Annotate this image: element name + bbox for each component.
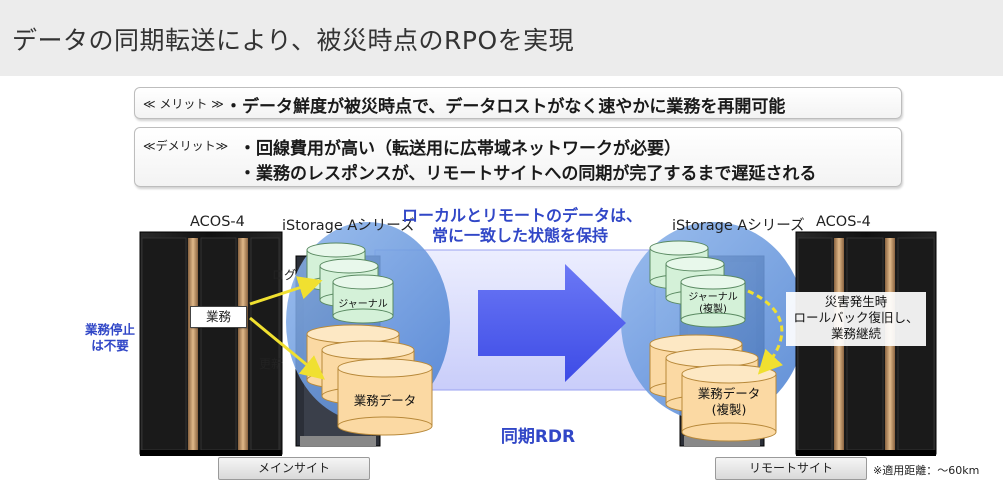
update-label: 更新 <box>259 357 284 371</box>
update-arrow-icon <box>249 316 325 380</box>
main-server-label: ACOS-4 <box>190 214 245 230</box>
demerit-line-2: ・業務のレスポンスが、リモートサイトへの同期が完了するまで遅延される <box>239 164 817 184</box>
remote-journal-label-2: (複製) <box>699 304 727 315</box>
page-title: データの同期転送により、被災時点のRPOを実現 <box>12 26 575 55</box>
remote-data-cylinders-icon <box>649 334 777 442</box>
merit-text: ・データ鮮度が被災時点で、データロストがなく速やかに業務を再開可能 <box>225 97 786 117</box>
log-arrow-icon <box>249 276 323 306</box>
merit-tag: ≪ メリット ≫ <box>143 97 224 111</box>
main-data-label: 業務データ <box>353 393 417 408</box>
remote-storage-label: iStorage Aシリーズ <box>672 218 805 234</box>
sync-transfer-arrow <box>478 264 626 382</box>
log-label: ログ <box>272 268 297 282</box>
recovery-note-box: 災害発生時 ロールバック復旧し、 業務継続 <box>786 292 926 346</box>
sync-headline-line-1: ローカルとリモートのデータは、 <box>402 206 643 225</box>
no-stop-line-1: 業務停止 <box>84 322 135 337</box>
remote-journal-label-1: ジャーナル <box>688 292 738 303</box>
distance-note: ※適用距離：～60km <box>873 464 980 477</box>
recovery-line-2: ロールバック復旧し、 <box>793 310 919 325</box>
remote-server-label: ACOS-4 <box>816 214 871 230</box>
title-bar: データの同期転送により、被災時点のRPOを実現 <box>0 0 1003 76</box>
demerit-line-1: ・回線費用が高い（転送用に広帯域ネットワークが必要） <box>239 139 681 159</box>
no-stop-line-2: は不要 <box>91 338 129 353</box>
main-journal-label: ジャーナル <box>338 299 388 310</box>
demerit-box: ≪デメリット≫ ・回線費用が高い（転送用に広帯域ネットワークが必要） ・業務のレ… <box>134 127 902 187</box>
rollback-arrow-icon <box>747 289 784 375</box>
remote-data-label-1: 業務データ <box>697 386 761 401</box>
business-box: 業務 <box>190 306 247 328</box>
main-storage-label: iStorage Aシリーズ <box>282 218 415 234</box>
recovery-line-3: 業務継続 <box>830 326 881 341</box>
main-data-cylinders-icon <box>306 324 433 436</box>
demerit-tag: ≪デメリット≫ <box>143 139 229 153</box>
sync-headline-line-2: 常に一致した状態を保持 <box>431 226 608 245</box>
remote-journal-cylinders-icon <box>649 240 746 328</box>
merit-box: ≪ メリット ≫ ・データ鮮度が被災時点で、データロストがなく速やかに業務を再開… <box>134 87 902 119</box>
main-journal-cylinders-icon <box>306 242 394 324</box>
main-site-tab: メインサイト <box>218 457 370 480</box>
remote-site-tab: リモートサイト <box>715 457 867 480</box>
recovery-line-1: 災害発生時 <box>824 294 888 309</box>
remote-data-label-2: (複製) <box>711 402 747 417</box>
main-server-icon <box>139 231 283 456</box>
sync-rdr-label: 同期RDR <box>500 427 576 447</box>
